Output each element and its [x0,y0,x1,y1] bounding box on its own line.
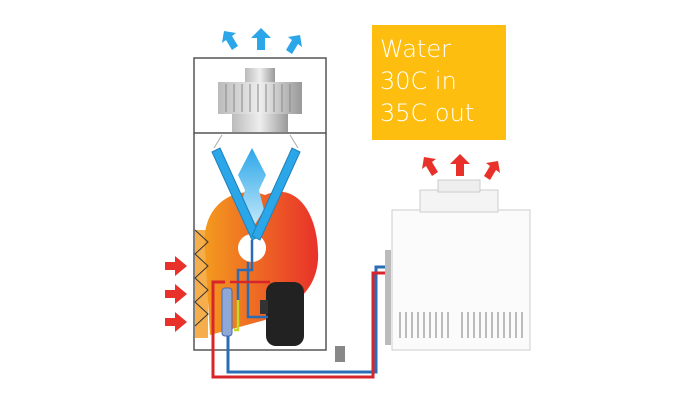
cooling-tower [385,179,531,351]
hot-air-intake-arrows [165,256,187,332]
heat-exchanger [221,287,233,337]
return-water-pipe [226,265,390,374]
label-line-2: 30C in [380,67,457,95]
water-piping [211,265,390,379]
cool-air-exhaust-arrows [222,28,302,54]
water-temperature-label: Water 30C in 35C out [372,25,506,140]
fan-icon [218,68,302,132]
label-line-3: 35C out [380,99,475,127]
tower-exhaust-arrows [422,154,500,180]
refrigerant-piping [230,240,270,332]
pump-icon [335,346,345,362]
supply-water-pipe [211,271,390,379]
air-intake-filter [194,229,209,338]
air-cooled-chiller-unit [193,57,327,351]
label-line-1: Water [380,35,451,63]
compressor-icon [260,282,304,346]
condenser-coil-right [251,147,301,241]
